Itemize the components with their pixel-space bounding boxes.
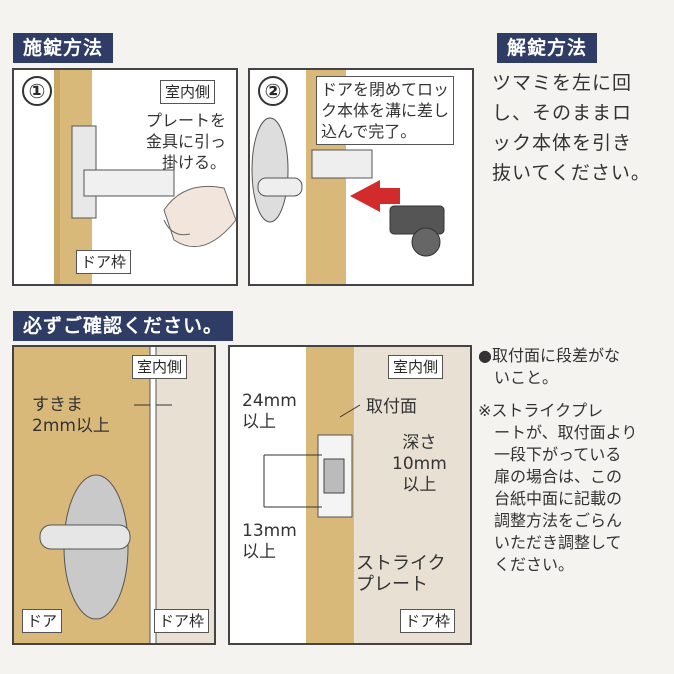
strike-plate-label: ストライク プレート (356, 553, 446, 595)
bottom-dimension-label: 13mm 以上 (242, 521, 297, 562)
lock-method-header: 施錠方法 (13, 33, 114, 63)
mount-surface-label: 取付面 (366, 397, 417, 417)
step1-panel: ① 室内側 プレートを 金具に引っ 掛ける。 ドア枠 (12, 68, 238, 286)
gap-panel: 室内側 すきま 2mm以上 ドア ドア枠 (12, 345, 216, 645)
door-frame-surface (156, 347, 214, 643)
strike-room-side-label: 室内側 (388, 355, 444, 379)
strike-door-frame-label: ドア枠 (400, 609, 456, 633)
unlock-method-header: 解錠方法 (497, 33, 598, 63)
step2-instruction: ドアを閉めてロッ ク本体を溝に差し 込んで完了。 (316, 76, 455, 145)
unlock-instructions: ツマミを左に回 し、そのままロ ック本体を引き 抜いてください。 (492, 72, 651, 184)
top-dimension-label: 24mm 以上 (242, 391, 297, 432)
step1-number: ① (22, 76, 52, 106)
gap-door-frame-label: ドア枠 (154, 609, 210, 633)
gap-room-side-label: 室内側 (132, 355, 188, 379)
door-label: ドア (22, 609, 63, 633)
wall-surface (354, 347, 470, 643)
step2-panel: ② ドアを閉めてロッ ク本体を溝に差し 込んで完了。 (248, 68, 474, 286)
step1-illustration (71, 125, 236, 248)
step2-number: ② (258, 76, 288, 106)
depth-label: 深さ 10mm 以上 (392, 433, 447, 495)
gap-illustration (39, 347, 172, 643)
mounting-note: ●取付面に段差がな いこと。 (478, 346, 620, 387)
strike-plate-illustration (263, 404, 361, 518)
adjustment-note: ※ストライクプレ ートが、取付面より 一段下がっている 扉の場合は、この 台紙中… (478, 401, 638, 574)
door-frame-edge (54, 70, 60, 284)
gap-label: すきま 2mm以上 (32, 395, 110, 436)
strike-plate-panel: 室内側 取付面 24mm 以上 深さ 10mm 以上 13mm 以上 ストライク… (228, 345, 472, 645)
step1-room-side-label: 室内側 (160, 80, 216, 104)
step1-door-frame-label: ドア枠 (76, 250, 132, 274)
step2-illustration (251, 117, 445, 257)
step1-instruction: プレートを 金具に引っ 掛ける。 (145, 111, 226, 172)
confirm-header: 必ずご確認ください。 (13, 311, 234, 341)
